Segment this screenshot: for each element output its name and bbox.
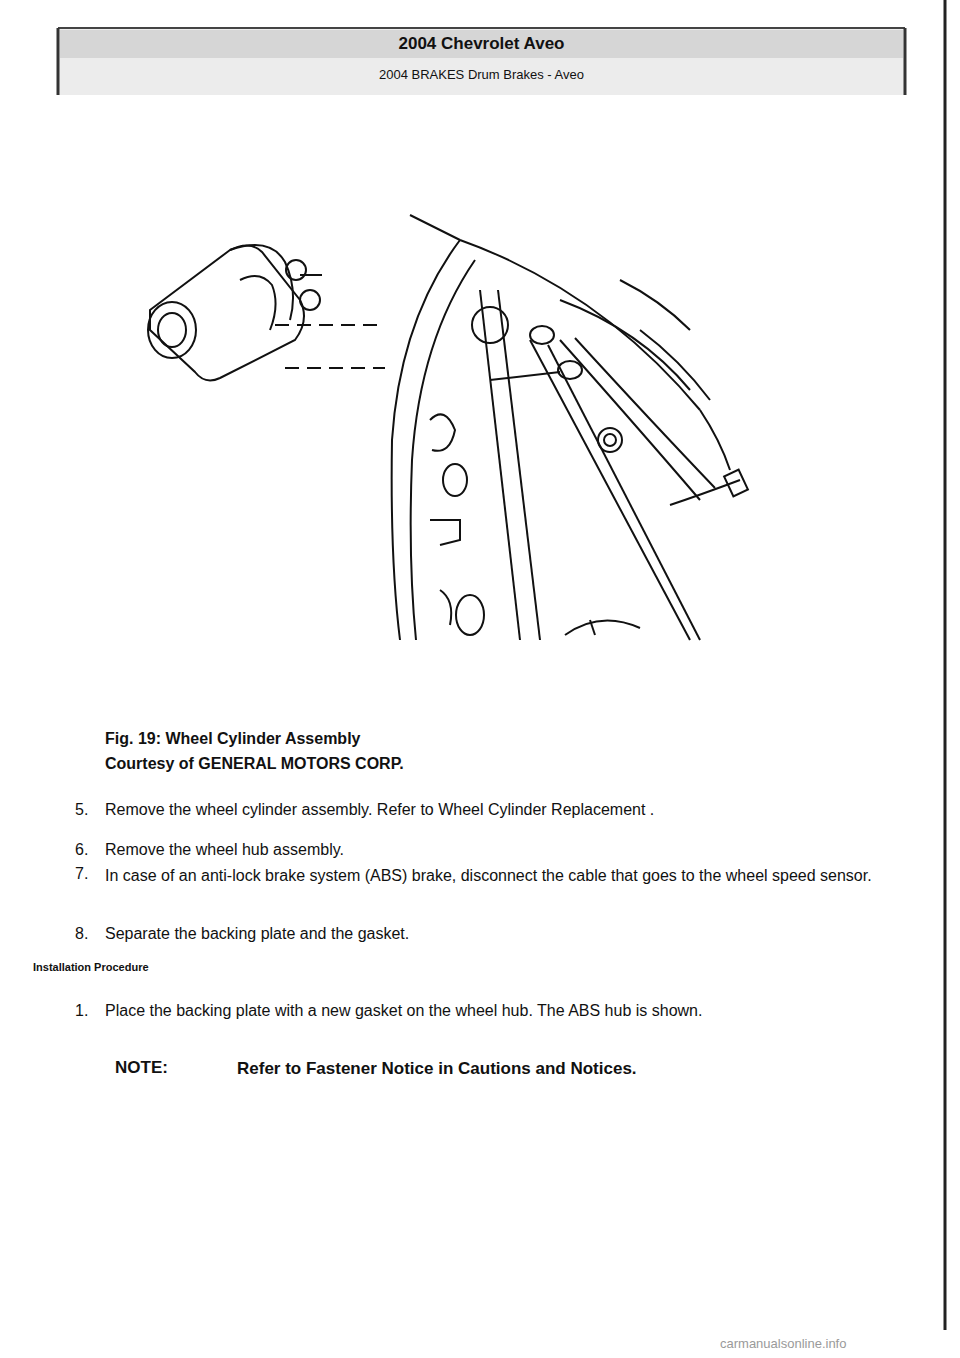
step-text: Remove the wheel hub assembly. <box>105 840 925 861</box>
header-band <box>58 28 905 95</box>
step-number: 8. <box>75 924 101 945</box>
wheel-cylinder-illustration <box>148 215 748 640</box>
step-number: 1. <box>75 1001 101 1022</box>
note-label: NOTE: <box>115 1057 225 1079</box>
step-number: 6. <box>75 840 101 861</box>
step-number: 7. <box>75 864 101 885</box>
step-text: In case of an anti-lock brake system (AB… <box>105 864 900 888</box>
figure-credit: Courtesy of GENERAL MOTORS CORP. <box>105 754 705 775</box>
watermark: carmanualsonline.info <box>720 1336 940 1353</box>
step-number: 5. <box>75 800 101 821</box>
header-rule <box>58 27 905 29</box>
section-header: 2004 BRAKES Drum Brakes - Aveo <box>58 67 905 84</box>
step-text: Remove the wheel cylinder assembly. Refe… <box>105 800 925 821</box>
figure-caption: Fig. 19: Wheel Cylinder Assembly <box>105 729 705 750</box>
header-side <box>57 28 60 95</box>
section-heading: Installation Procedure <box>33 960 333 974</box>
note-text: Refer to Fastener Notice in Cautions and… <box>237 1057 687 1081</box>
step-text: Place the backing plate with a new gaske… <box>105 1001 935 1022</box>
header-side <box>904 28 907 95</box>
page-edge-rule <box>944 0 947 1330</box>
page-header: 2004 Chevrolet Aveo <box>58 33 905 55</box>
step-text: Separate the backing plate and the gaske… <box>105 924 925 945</box>
